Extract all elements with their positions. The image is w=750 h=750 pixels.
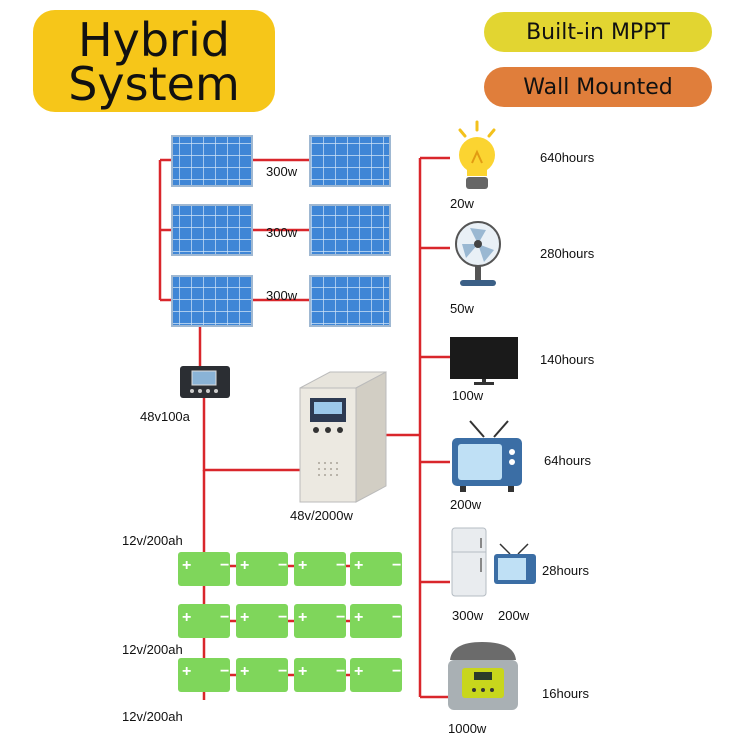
solar-panel [171,275,253,327]
fridge-watt: 300w [452,608,484,623]
inverter-icon [299,371,387,503]
bulb-hours: 640hours [540,150,595,165]
fan-icon [455,221,501,286]
charge-controller-icon [180,366,230,398]
solar-panel [309,275,391,327]
solar-panel [309,135,391,187]
svg-text:+: + [354,609,363,626]
battery-row-2-label: 12v/200ah [122,642,183,657]
solar-panel [171,135,253,187]
inverter-label: 48v/2000w [290,508,353,523]
svg-text:−: − [336,663,345,680]
fridge-tv-icon [451,527,536,597]
bulb-watt: 20w [450,196,474,211]
battery-row: +− +− +− +− [178,658,402,692]
panel-row-3-watt: 300w [266,288,298,303]
fan-watt: 50w [450,301,474,316]
svg-text:−: − [220,609,229,626]
svg-text:+: + [298,609,307,626]
svg-text:−: − [336,557,345,574]
svg-text:−: − [220,663,229,680]
small-tv-watt: 200w [498,608,530,623]
fan-hours: 280hours [540,246,595,261]
solar-panel [309,204,391,256]
svg-text:−: − [336,609,345,626]
monitor-watt: 100w [452,388,484,403]
tv-icon [452,420,522,492]
svg-text:−: − [220,557,229,574]
panel-row-2-watt: 300w [266,225,298,240]
battery-row: +− +− +− +− [178,604,402,638]
svg-text:−: − [392,609,401,626]
svg-text:+: + [182,557,191,574]
monitor-icon [450,337,518,385]
tv-hours: 64hours [544,453,591,468]
controller-label: 48v100a [140,409,190,424]
title-badge: Hybrid System [33,10,275,112]
cooker-hours: 16hours [542,686,589,701]
svg-text:+: + [240,663,249,680]
cooker-watt: 1000w [448,721,487,736]
svg-text:+: + [240,609,249,626]
battery-bank: +− +− +− +− +− +− +− +− +− +− +− +− [178,552,402,692]
svg-text:+: + [240,557,249,574]
svg-text:+: + [354,663,363,680]
svg-text:+: + [354,557,363,574]
cooker-icon [448,642,518,710]
title-line-1: Hybrid [78,13,230,67]
built-in-mppt-badge: Built-in MPPT [484,12,712,52]
svg-text:+: + [298,663,307,680]
svg-text:−: − [392,557,401,574]
svg-text:−: − [278,557,287,574]
svg-text:−: − [278,609,287,626]
tv-watt: 200w [450,497,482,512]
panel-row-1-watt: 300w [266,164,298,179]
wall-mounted-badge: Wall Mounted [484,67,712,107]
solar-panels [171,135,391,327]
svg-text:+: + [298,557,307,574]
battery-row-1-label: 12v/200ah [122,533,183,548]
battery-row-3-label: 12v/200ah [122,709,183,724]
svg-text:+: + [182,609,191,626]
battery-row: +− +− +− +− [178,552,402,586]
title-line-2: System [68,57,240,111]
svg-text:−: − [392,663,401,680]
bulb-icon [458,120,496,189]
fridge-tv-hours: 28hours [542,563,589,578]
svg-text:−: − [278,663,287,680]
svg-text:+: + [182,663,191,680]
monitor-hours: 140hours [540,352,595,367]
solar-panel [171,204,253,256]
